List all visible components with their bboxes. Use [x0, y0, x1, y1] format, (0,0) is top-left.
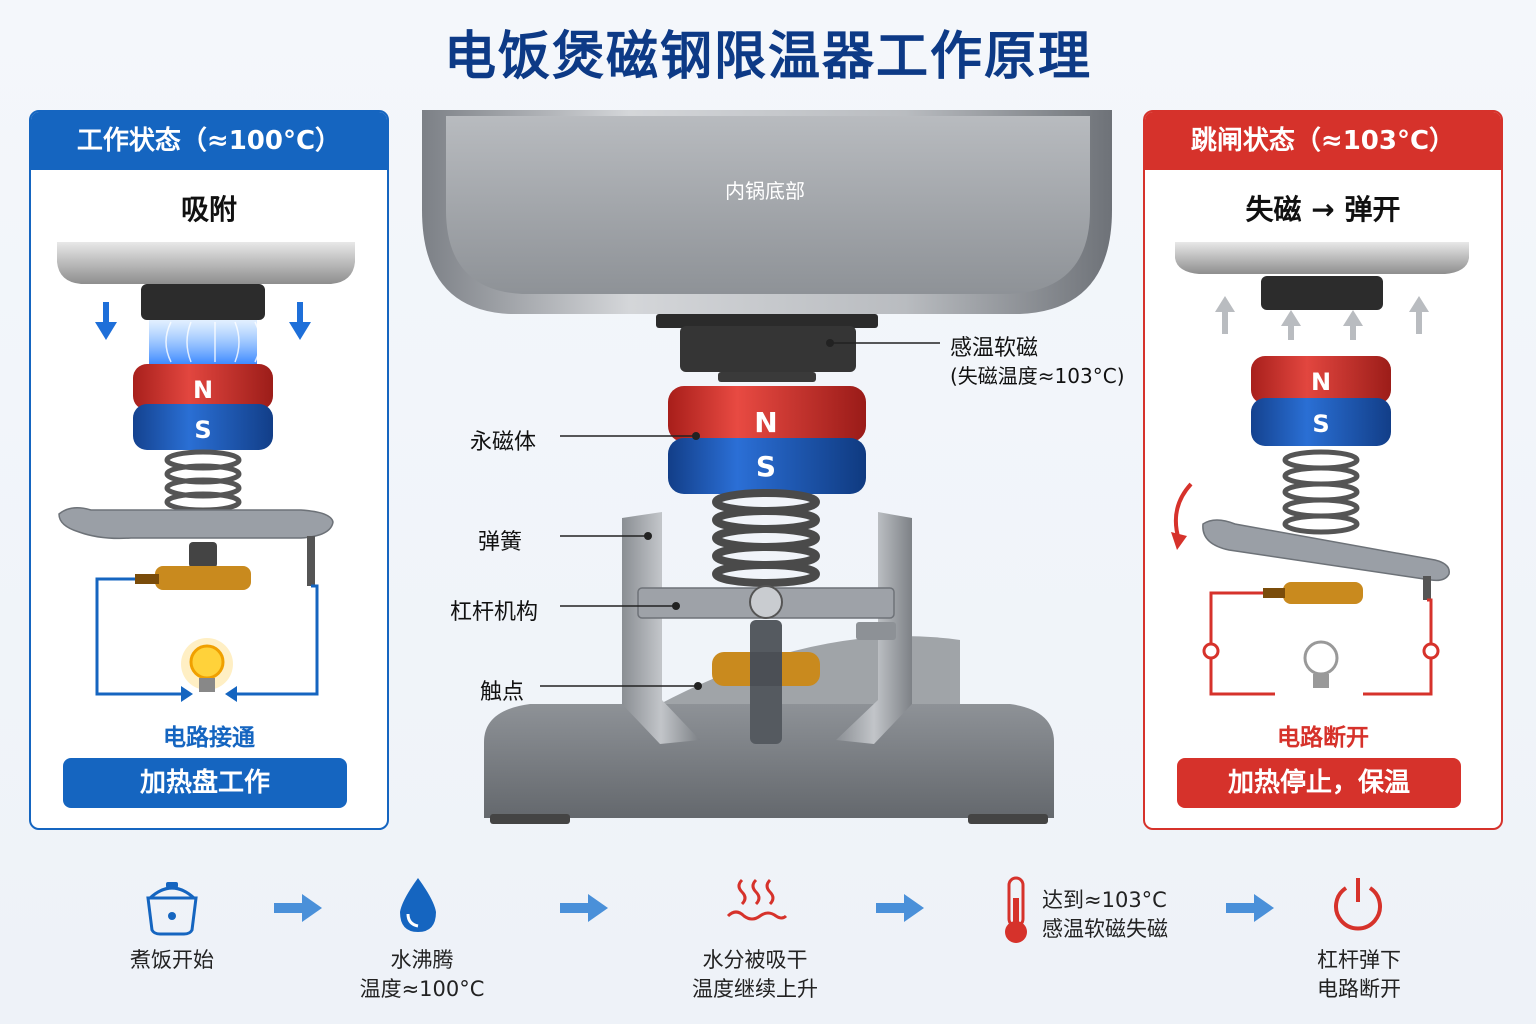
working-state-diagram: N S [57, 242, 355, 702]
spring [164, 449, 242, 513]
permanent-magnet-s [133, 404, 273, 450]
soft-magnet-note: (失磁温度≈103°C) [950, 364, 1125, 388]
rice-cooker-icon [146, 882, 198, 936]
south-pole-label: S [194, 416, 211, 444]
flow-arrow-icon [274, 894, 322, 922]
flow-step-2-line-2: 温度≈100°C [359, 977, 485, 1001]
lever-pivot [749, 585, 783, 619]
flow-step-2: 水沸腾 温度≈100°C [340, 946, 504, 1004]
flow-step-5-line-2: 电路断开 [1317, 977, 1401, 1001]
heating-status-bar: 加热盘工作 [63, 758, 347, 808]
trip-state-header: 跳闸状态（≈103°C） [1145, 112, 1501, 170]
lever-tilted [1202, 519, 1450, 582]
north-pole-label: N [193, 376, 213, 404]
center-south-label: S [756, 450, 776, 483]
flow-step-5: 杠杆弹下 电路断开 [1284, 946, 1434, 1004]
flow-arrow-icon [1226, 894, 1274, 922]
heating-status-bar: 加热停止，保温 [1177, 758, 1461, 808]
circuit-open [1209, 591, 1433, 696]
frame-right [836, 512, 912, 744]
page-title: 电饭煲磁钢限温器工作原理 [443, 27, 1092, 87]
center-spring [712, 489, 820, 587]
flow-step-4: 达到≈103°C 感温软磁失磁 [1042, 886, 1192, 944]
down-arrow-icon [95, 302, 311, 340]
permanent-magnet-n [1251, 356, 1391, 404]
center-magnet-n [668, 386, 866, 442]
trip-state-panel: 跳闸状态（≈103°C） 失磁 → 弹开 N S [1143, 110, 1503, 830]
center-north-label: N [754, 406, 777, 439]
working-state-subtitle: 吸附 [180, 193, 237, 226]
soft-magnet-label: 感温软磁 [950, 336, 1039, 361]
flow-step-2-line-1: 水沸腾 [390, 948, 454, 972]
flow-step-1-line-1: 煮饭开始 [130, 948, 214, 972]
working-state-header: 工作状态（≈100°C） [31, 112, 387, 170]
flow-arrow-icon [876, 894, 924, 922]
flow-step-4-line-1: 达到≈103°C [1042, 888, 1167, 912]
north-pole-label: N [1311, 368, 1331, 396]
flow-step-3-line-1: 水分被吸干 [702, 948, 808, 972]
circuit-status: 电路断开 [1277, 725, 1369, 751]
mechanism-svg: 内锅底部 N S [422, 110, 1112, 824]
circuit-status: 电路接通 [163, 725, 255, 751]
power-icon [1334, 878, 1382, 931]
pot-label: 内锅底部 [725, 179, 805, 203]
base [484, 704, 1054, 818]
contact [155, 566, 251, 590]
permanent-magnet-s [1251, 398, 1391, 446]
flow-step-4-line-2: 感温软磁失磁 [1042, 917, 1168, 941]
up-arrow-icon [1215, 296, 1429, 340]
circuit-closed [95, 577, 319, 696]
trip-state-diagram: N S [1171, 242, 1469, 696]
contact [1283, 582, 1363, 604]
spring-label: 弹簧 [478, 530, 523, 555]
bulb-lit-icon [181, 638, 233, 692]
contact-label: 触点 [480, 680, 525, 705]
flow-step-3-line-2: 温度继续上升 [692, 977, 818, 1001]
soft-magnet [680, 326, 856, 372]
bulb-off-icon [1303, 640, 1339, 688]
south-pole-label: S [1312, 410, 1329, 438]
flow-step-5-line-1: 杠杆弹下 [1317, 948, 1401, 972]
lever-post [1423, 576, 1431, 600]
soft-magnet-top [656, 314, 878, 328]
magnetic-field-glow [149, 320, 257, 364]
soft-magnet [141, 284, 265, 320]
flow-arrow-icon [560, 894, 608, 922]
spring [1282, 449, 1360, 535]
permanent-magnet-label: 永磁体 [470, 430, 537, 455]
soft-magnet [1261, 276, 1383, 310]
heat-waves-icon [726, 878, 788, 921]
contact-pin [189, 542, 217, 568]
water-drop-icon [400, 878, 436, 932]
leader-lines [540, 339, 940, 690]
thermometer-icon [1005, 876, 1027, 943]
permanent-magnet-n [133, 364, 273, 410]
lever [58, 507, 334, 540]
rotate-arrow-icon [1174, 482, 1193, 541]
lever-label: 杠杆机构 [450, 600, 539, 625]
mechanism-diagram: 内锅底部 N S [400, 100, 1140, 844]
flow-step-3: 水分被吸干 温度继续上升 [670, 946, 840, 1004]
pot-bottom [57, 242, 355, 284]
lever-post [307, 536, 315, 586]
center-magnet-s [668, 438, 866, 494]
working-state-panel: 工作状态（≈100°C） 吸附 [29, 110, 389, 830]
pot-bottom [1175, 242, 1469, 274]
flow-step-1: 煮饭开始 [92, 946, 252, 975]
trip-state-subtitle: 失磁 → 弹开 [1245, 193, 1401, 226]
